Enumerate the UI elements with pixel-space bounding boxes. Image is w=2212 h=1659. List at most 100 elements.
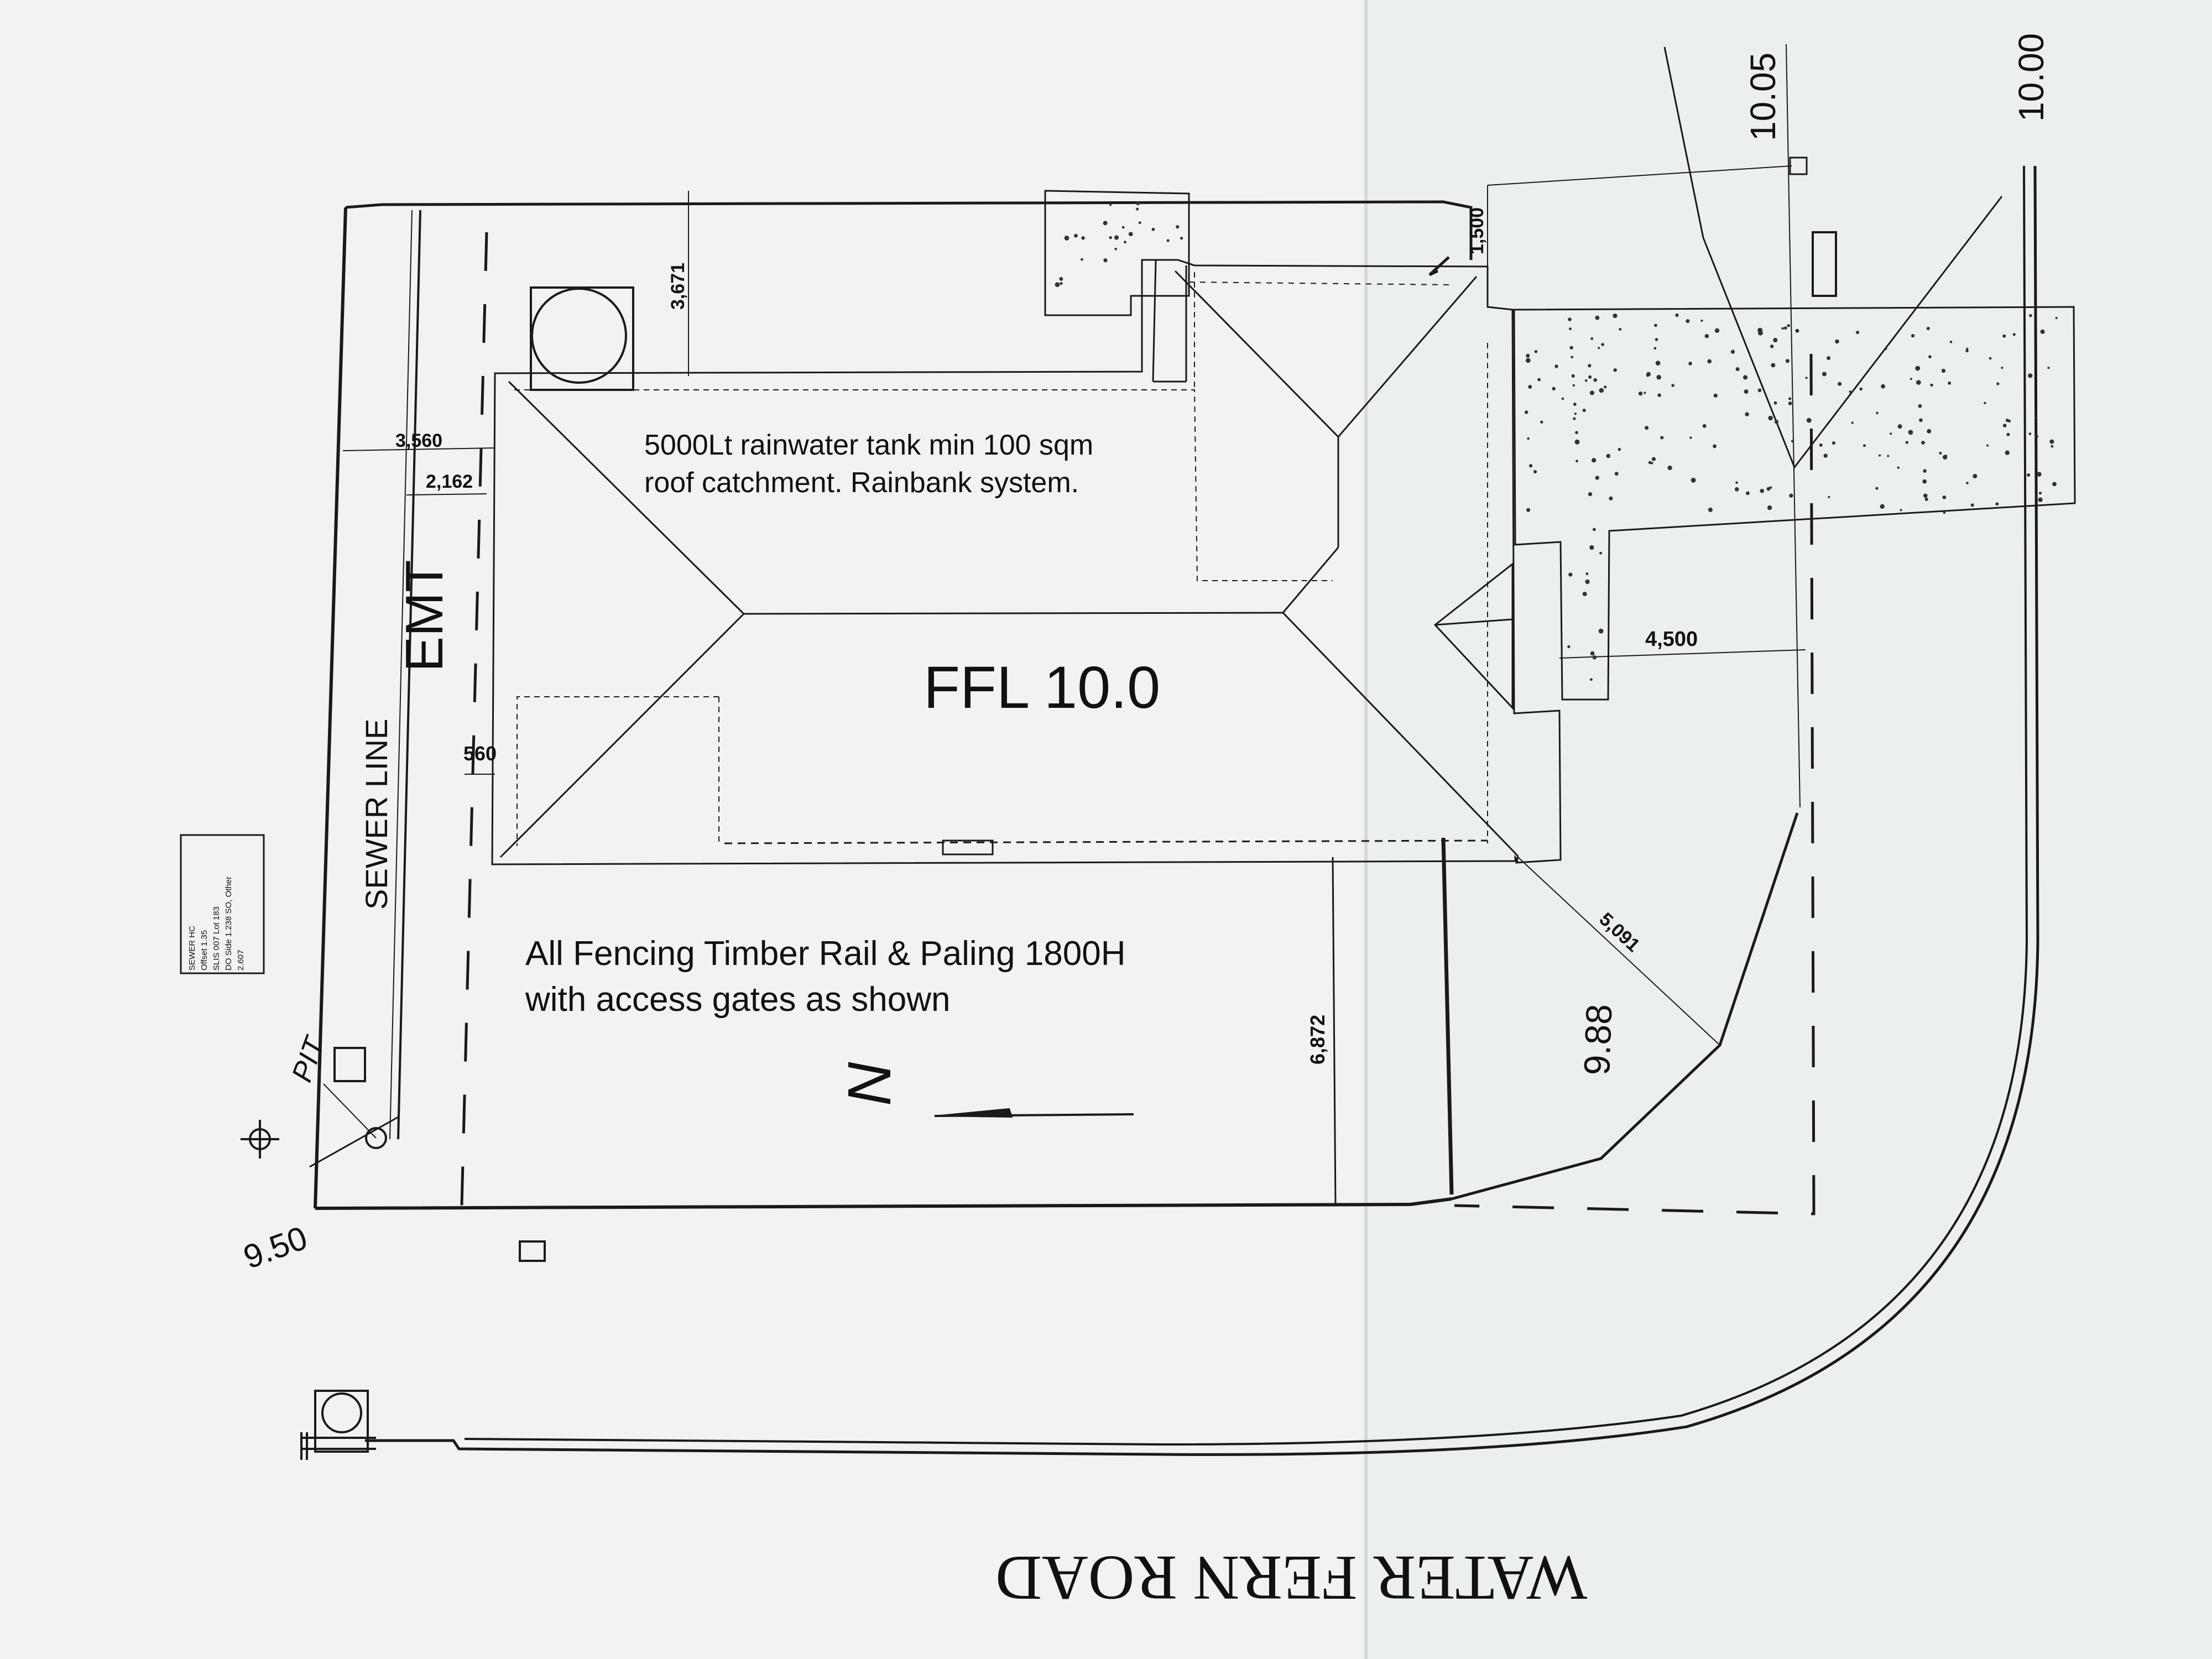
fencing-note-line2: with access gates as shown — [525, 980, 951, 1019]
concrete-speckle — [1654, 324, 1657, 327]
concrete-speckle — [1567, 645, 1571, 649]
concrete-speckle — [1788, 401, 1792, 405]
dim-label-2162: 2,162 — [426, 471, 473, 492]
concrete-speckle — [1916, 380, 1921, 385]
sewer-info-box — [180, 834, 265, 974]
concrete-speckle — [1614, 472, 1619, 476]
concrete-speckle — [1588, 492, 1593, 497]
concrete-speckle — [1773, 338, 1778, 343]
concrete-speckle — [1525, 358, 1531, 363]
boundary-splay — [1451, 812, 1799, 1201]
concrete-speckle — [1574, 413, 1577, 415]
dim-label-4500: 4,500 — [1645, 628, 1698, 651]
concrete-speckle — [2001, 367, 2004, 369]
dim-label-1500: 1,500 — [1467, 207, 1488, 254]
concrete-speckle — [1595, 315, 1600, 320]
concrete-speckle — [1713, 393, 1718, 398]
concrete-speckle — [1524, 410, 1528, 414]
roof-hip — [1282, 612, 1519, 857]
concrete-speckle — [1528, 385, 1532, 389]
concrete-speckle — [1537, 378, 1541, 382]
concrete-speckle — [1948, 381, 1952, 385]
concrete-speckle — [1651, 457, 1656, 461]
concrete-speckle — [1619, 327, 1622, 331]
concrete-speckle — [1136, 201, 1140, 206]
roof-hip — [508, 380, 745, 615]
pit-leader — [309, 1116, 399, 1168]
concrete-speckle — [1746, 491, 1750, 495]
concrete-speckle — [1774, 420, 1779, 424]
concrete-speckle — [1911, 334, 1915, 338]
sewer-manhole — [365, 1127, 387, 1149]
concrete-speckle — [1984, 401, 1986, 405]
concrete-speckle — [1806, 418, 1812, 423]
concrete-speckle — [1575, 431, 1578, 435]
north-arrow-head — [934, 1108, 1013, 1118]
concrete-speckle — [1827, 356, 1831, 361]
concrete-speckle — [2006, 432, 2010, 436]
concrete-speckle — [2051, 445, 2054, 448]
concrete-speckle — [1618, 447, 1621, 451]
concrete-speckle — [1646, 373, 1650, 377]
concrete-speckle — [1588, 364, 1592, 368]
concrete-speckle — [1768, 415, 1773, 421]
dim-label-3671: 3,671 — [667, 263, 688, 310]
concrete-speckle — [1655, 361, 1661, 366]
concrete-speckle — [1734, 487, 1739, 492]
concrete-speckle — [1109, 204, 1112, 206]
concrete-speckle — [1880, 504, 1885, 509]
concrete-speckle — [1930, 383, 1933, 387]
concrete-speckle — [1730, 349, 1735, 354]
concrete-speckle — [1688, 362, 1692, 366]
concrete-speckle — [1881, 384, 1885, 389]
concrete-speckle — [1582, 592, 1587, 597]
concrete-speckle — [1757, 388, 1762, 393]
concrete-speckle — [1757, 327, 1763, 333]
concrete-speckle — [1592, 528, 1596, 531]
concrete-speckle — [1667, 465, 1672, 471]
concrete-speckle — [2034, 416, 2037, 419]
road-kerb-inner — [464, 165, 2028, 1446]
concrete-speckle — [1773, 401, 1777, 405]
concrete-speckle — [1527, 437, 1530, 440]
concrete-speckle — [2037, 472, 2042, 477]
sewer-info-line: Offset 1.35 — [200, 930, 209, 971]
concrete-speckle — [1781, 327, 1784, 330]
concrete-speckle — [1823, 453, 1828, 458]
concrete-speckle — [1714, 328, 1720, 333]
concrete-speckle — [2012, 333, 2016, 336]
concrete-speckle — [1832, 441, 1836, 445]
concrete-speckle — [1554, 364, 1558, 368]
concrete-speckle — [2035, 435, 2039, 439]
concrete-speckle — [1897, 424, 1902, 429]
concrete-speckle — [1760, 488, 1765, 493]
wall-outline-dotted — [514, 271, 1488, 846]
concrete-speckle — [1876, 411, 1879, 415]
easement-line — [460, 232, 488, 1206]
concrete-speckle — [2047, 367, 2050, 369]
roof-step — [1152, 259, 1157, 382]
ffl-label: FFL 10.0 — [924, 654, 1160, 721]
boundary-south — [315, 1197, 1452, 1210]
concrete-speckle — [1789, 493, 1793, 498]
concrete-speckle — [1941, 368, 1946, 373]
pit-leader — [323, 1083, 377, 1139]
dim-line-6872 — [1332, 857, 1337, 1206]
dim-line-4500 — [1559, 649, 1806, 659]
concrete-speckle — [1928, 355, 1932, 359]
concrete-speckle — [1074, 233, 1078, 238]
sewer-line-inner — [389, 210, 413, 1140]
concrete-speckle — [1572, 384, 1575, 387]
concrete-speckle — [2028, 432, 2032, 435]
concrete-speckle — [1910, 378, 1912, 380]
pit-box — [333, 1047, 366, 1082]
concrete-speckle — [1060, 281, 1063, 285]
concrete-speckle — [2007, 419, 2011, 422]
concrete-speckle — [1769, 486, 1772, 489]
concrete-speckle — [1644, 392, 1646, 394]
concrete-speckle — [1691, 477, 1696, 483]
concrete-speckle — [1121, 226, 1125, 229]
concrete-speckle — [1590, 651, 1595, 656]
concrete-speckle — [1918, 404, 1922, 408]
concrete-speckle — [1613, 313, 1618, 319]
